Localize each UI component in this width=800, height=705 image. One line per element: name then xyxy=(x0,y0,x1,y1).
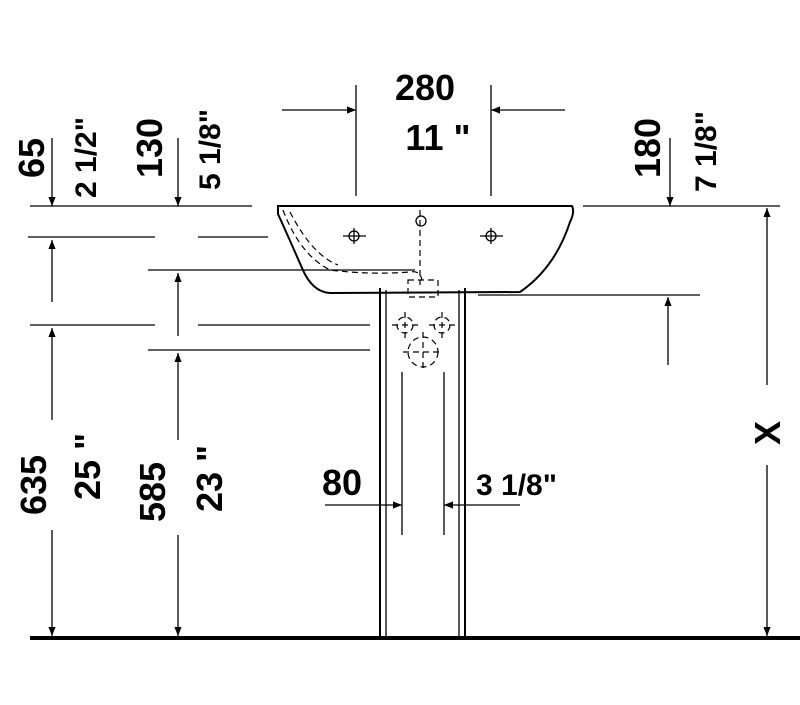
height-x-dimension: X xyxy=(747,208,788,636)
pedestal-in-label: 3 1/8" xyxy=(476,469,557,502)
depth-180-dimension: 180 7 1/8" xyxy=(627,111,723,206)
pedestal-width-dimension: 80 3 1/8" xyxy=(322,462,557,509)
height635-mm-label: 635 xyxy=(13,455,54,515)
width-mm-label: 280 xyxy=(395,67,455,108)
height585-mm-label: 585 xyxy=(132,462,173,522)
width-dimension: 280 11 " xyxy=(282,67,565,196)
depth65-in-label: 2 1/2" xyxy=(70,117,103,198)
depth-130-dimension: 130 5 1/8" xyxy=(129,109,227,206)
height585-in-label: 23 " xyxy=(189,445,230,512)
right-auxiliary-dimension xyxy=(478,294,700,365)
height-585-dimension: 585 23 " xyxy=(132,273,230,636)
height-x-label: X xyxy=(747,421,788,445)
tap-hole-right-icon xyxy=(480,228,503,244)
depth130-in-label: 5 1/8" xyxy=(194,109,227,190)
depth65-mm-label: 65 xyxy=(11,138,52,178)
height635-in-label: 25 " xyxy=(67,433,108,500)
depth-65-dimension: 65 2 1/2" xyxy=(11,117,103,206)
pedestal-mm-label: 80 xyxy=(322,462,362,503)
height-635-dimension: 635 25 " xyxy=(13,240,108,636)
pedestal xyxy=(379,288,466,637)
depth180-in-label: 7 1/8" xyxy=(690,111,723,192)
depth180-mm-label: 180 xyxy=(627,118,668,178)
depth130-mm-label: 130 xyxy=(129,118,170,178)
waste-outlet-icon xyxy=(403,332,443,372)
fitting-right-icon xyxy=(429,312,455,338)
left-reference-lines xyxy=(28,236,415,351)
washbasin xyxy=(277,205,575,298)
fitting-left-icon xyxy=(392,312,418,338)
tap-hole-left-icon xyxy=(343,228,366,244)
width-in-label: 11 " xyxy=(405,117,470,158)
